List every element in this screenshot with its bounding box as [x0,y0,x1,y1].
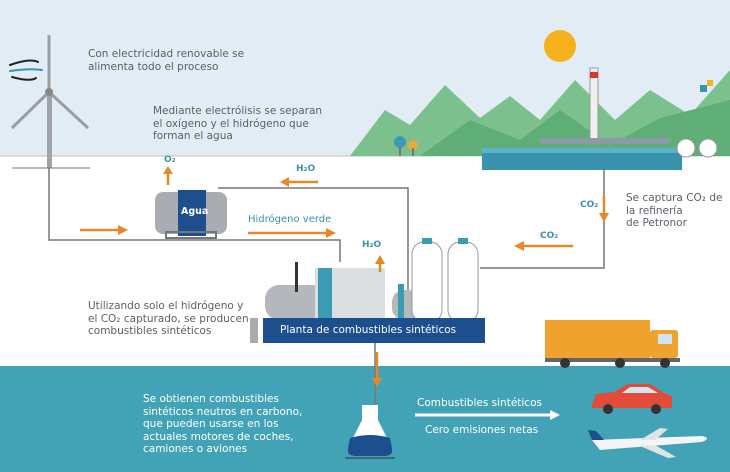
text-line: alimenta todo el proceso [88,60,219,73]
refinery [482,67,718,170]
text-line: el CO₂ capturado, se producen [88,312,249,325]
text-line: Con electricidad renovable se [88,48,245,60]
h2o-plant-label: H₂O [362,240,382,250]
production-text: Utilizando solo el hidrógeno y el CO₂ ca… [88,300,249,338]
water-tank [155,190,227,239]
fuel-flask-icon [345,405,395,459]
water-tank-label: Agua [181,206,209,217]
truck-icon [545,320,680,368]
renewable-energy-text: Con electricidad renovable se alimenta t… [88,48,244,73]
plant-banner [263,318,485,343]
result-text: Se obtienen combustibles sintéticos neut… [143,393,302,456]
wind-turbine [10,35,90,169]
green-hydrogen-label: Hidrógeno verde [248,214,332,225]
text-line: Se captura CO₂ de [626,192,723,204]
text-line: forman el agua [153,130,233,142]
text-line: actuales motores de coches, [143,430,294,443]
net-zero-label: Cero emisiones netas [425,424,539,436]
electrolysis-text: Mediante electrólisis se separan el oxíg… [153,105,322,143]
synthetic-fuel-plant [250,238,479,343]
text-line: Se obtienen combustibles [143,393,279,405]
text-line: Utilizando solo el hidrógeno y [88,300,244,312]
co2-down-label: CO₂ [580,200,599,210]
o2-label: O₂ [164,155,176,165]
airplane-icon [588,428,707,458]
text-line: sintéticos neutros en carbono, [143,405,303,418]
text-line: que pueden usarse en los [143,418,279,430]
plant-label: Planta de combustibles sintéticos [280,324,457,336]
sun-icon [544,30,576,62]
h2o-top-label: H₂O [296,164,316,174]
synthetic-fuels-label: Combustibles sintéticos [417,397,542,409]
flow-arrows [80,166,609,387]
text-line: el oxígeno y el hidrógeno que [153,117,309,130]
text-line: Mediante electrólisis se separan [153,105,323,117]
text-line: de Petronor [626,217,687,229]
co2-capture-text: Se captura CO₂ de la refinería de Petron… [626,192,722,230]
car-icon [592,384,672,414]
wind-icon [9,59,43,81]
text-line: combustibles sintéticos [88,325,212,337]
text-line: camiones o aviones [143,443,248,455]
text-line: la refinería [626,204,683,217]
co2-left-label: CO₂ [540,231,559,241]
